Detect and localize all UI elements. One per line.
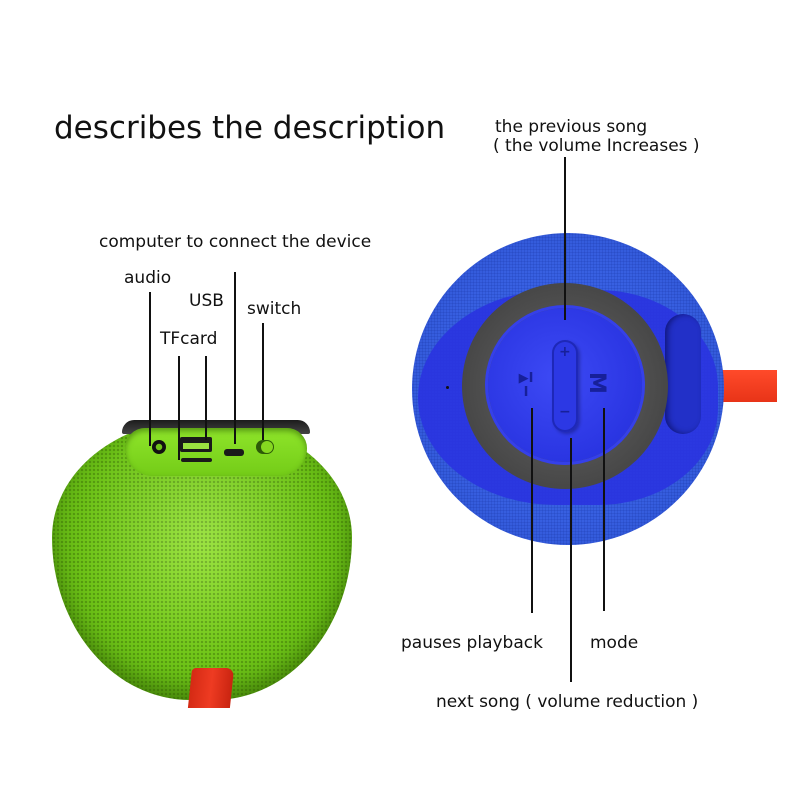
minus-icon: − bbox=[559, 404, 571, 420]
callout-line-switch bbox=[262, 323, 264, 440]
label-switch: switch bbox=[247, 299, 302, 319]
callout-line-mode bbox=[603, 408, 605, 611]
plus-icon: + bbox=[559, 344, 571, 360]
callout-line-pause bbox=[531, 408, 533, 613]
usb-port-icon bbox=[180, 437, 212, 452]
label-mode: mode bbox=[590, 633, 639, 653]
microphone-hole-icon bbox=[446, 386, 449, 389]
callout-line-tfcard bbox=[178, 356, 180, 460]
label-usb: USB bbox=[189, 291, 224, 311]
label-previous-song: the previous song bbox=[495, 117, 648, 137]
micro-usb-port-icon bbox=[224, 449, 244, 456]
label-tfcard: TFcard bbox=[160, 329, 218, 349]
port-panel bbox=[125, 428, 307, 476]
label-pauses-playback: pauses playback bbox=[401, 633, 543, 653]
callout-line-audio bbox=[149, 292, 151, 446]
label-audio: audio bbox=[124, 268, 172, 288]
callout-line-next bbox=[570, 438, 572, 682]
audio-jack-icon bbox=[152, 440, 166, 454]
label-computer-connect: computer to connect the device bbox=[99, 232, 372, 252]
callout-line-previous bbox=[564, 157, 566, 320]
callout-line-computer bbox=[234, 272, 236, 444]
label-next-song: next song ( volume reduction ) bbox=[436, 692, 699, 712]
blue-speaker-strap bbox=[722, 370, 777, 402]
label-volume-increases: ( the volume Increases ) bbox=[493, 136, 700, 156]
volume-rocker-button[interactable] bbox=[552, 340, 578, 432]
strap-slot bbox=[665, 314, 701, 434]
power-switch-icon bbox=[256, 440, 274, 454]
play-pause-icon[interactable]: ▶II bbox=[518, 371, 534, 400]
page-title: describes the description bbox=[54, 110, 446, 146]
green-speaker-strap bbox=[187, 668, 235, 708]
mode-icon[interactable]: M bbox=[583, 372, 609, 394]
callout-line-usb bbox=[205, 356, 207, 440]
tf-card-slot-icon bbox=[181, 458, 212, 462]
